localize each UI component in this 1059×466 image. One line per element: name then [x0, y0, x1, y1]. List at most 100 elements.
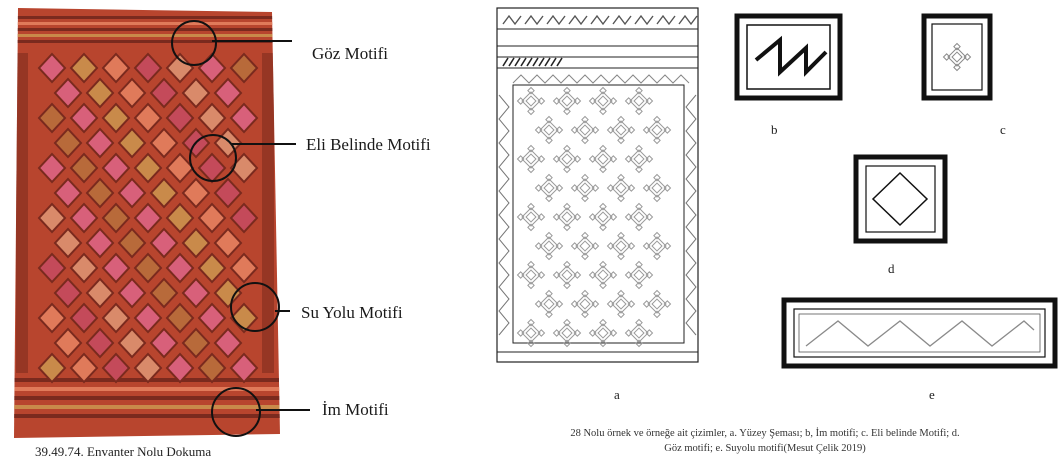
su-yolu-highlight-circle	[230, 282, 280, 332]
rug-diamond	[53, 277, 83, 309]
rug-diamond	[149, 177, 179, 209]
rug-diamond	[37, 352, 67, 384]
schema-hatch	[520, 57, 527, 67]
rug-diamond	[213, 77, 243, 109]
rug-diamond	[149, 127, 179, 159]
rug-diamond	[85, 227, 115, 259]
rug-diamond	[101, 102, 131, 134]
schema-cross-motif	[570, 173, 600, 203]
rug-diamond	[37, 152, 67, 184]
schema-hatch	[508, 57, 515, 67]
eli-belinde-motif-label: Eli Belinde Motifi	[306, 135, 431, 154]
schema-cross-motif	[552, 260, 582, 290]
rug-diamond	[181, 277, 211, 309]
schema-cross-motif	[642, 289, 672, 319]
rug-diamond	[85, 77, 115, 109]
rug-diamond	[101, 252, 131, 284]
schema-hook-mark	[524, 14, 544, 26]
schema-cross-motif	[534, 173, 564, 203]
rug-diamond	[85, 277, 115, 309]
schema-cross-motif	[606, 173, 636, 203]
rug-diamond	[181, 227, 211, 259]
rug-diamond	[197, 352, 227, 384]
drawings-caption-line2: Göz motifi; e. Suyolu motifi(Mesut Çelik…	[664, 443, 866, 454]
rug-diamond	[229, 302, 259, 334]
schema-hatch	[538, 57, 545, 67]
rug-diamond	[117, 327, 147, 359]
schema-cross-motif	[588, 318, 618, 348]
rug-diamond	[117, 177, 147, 209]
schema-hook-mark	[612, 14, 632, 26]
rug-body	[14, 8, 280, 438]
rug-diamond	[197, 102, 227, 134]
rug-bottom-band-stripe	[14, 396, 280, 400]
schema-cross-motif	[552, 144, 582, 174]
schema-cross-motif	[516, 318, 546, 348]
schema-hatch	[502, 57, 509, 67]
rug-top-band-stripe	[14, 16, 280, 19]
schema-cross-motif	[624, 144, 654, 174]
rug-diamond	[133, 302, 163, 334]
im-motif-label: İm Motifi	[322, 400, 389, 419]
rug-diamond	[165, 202, 195, 234]
rug-diamond	[37, 102, 67, 134]
su-yolu-motif-label: Su Yolu Motifi	[301, 303, 403, 322]
rug-diamond	[133, 102, 163, 134]
rug-diamond	[101, 152, 131, 184]
schema-cross-motif	[624, 260, 654, 290]
rug-bottom-band-stripe	[14, 405, 280, 409]
schema-cross-motif	[624, 86, 654, 116]
rug-diamond	[69, 352, 99, 384]
rug-diamond	[69, 302, 99, 334]
rug-diamond	[53, 127, 83, 159]
drawings-caption: 28 Nolu örnek ve örneğe ait çizimler, a.…	[485, 426, 1045, 456]
panel-letter-d: d	[888, 261, 895, 276]
rug-diamond	[37, 52, 67, 84]
schema-cross-motif	[606, 115, 636, 145]
rug-right-border	[262, 53, 274, 373]
schema-hatch	[526, 57, 533, 67]
rug-diamond	[85, 127, 115, 159]
panel-letter-e: e	[929, 387, 935, 402]
rug-diamond	[53, 177, 83, 209]
schema-hook-mark	[678, 14, 698, 26]
schema-cross-motif	[516, 202, 546, 232]
schema-right-zigzag	[685, 94, 697, 336]
rug-diamond	[69, 102, 99, 134]
im-motif-shape	[754, 35, 828, 77]
rug-diamond	[69, 152, 99, 184]
goz-motif-diamond	[871, 171, 929, 227]
rug-diamond	[165, 252, 195, 284]
eli-belinde-motif-shape	[942, 42, 972, 72]
rug-diamond	[181, 327, 211, 359]
rug-diamond	[37, 202, 67, 234]
rug-diamond	[213, 227, 243, 259]
rug-diamond	[53, 327, 83, 359]
schema-cross-motif	[552, 202, 582, 232]
rug-diamond	[133, 252, 163, 284]
schema-top-zigzag	[512, 74, 690, 84]
drawings-caption-line1: 28 Nolu örnek ve örneğe ait çizimler, a.…	[570, 428, 960, 439]
goz-highlight-circle	[171, 20, 217, 66]
schema-hook-mark	[590, 14, 610, 26]
rug-diamond	[229, 102, 259, 134]
rug-bottom-band-stripe	[14, 387, 280, 391]
rug-diamond	[101, 352, 131, 384]
rug-diamond	[229, 202, 259, 234]
schema-cross-motif	[516, 144, 546, 174]
rug-diamond	[149, 277, 179, 309]
schema-cross-motif	[570, 231, 600, 261]
schema-cross-motif	[588, 86, 618, 116]
rug-diamond	[229, 252, 259, 284]
schema-cross-motif	[606, 231, 636, 261]
schema-cross-motif	[570, 289, 600, 319]
rug-diamond	[197, 202, 227, 234]
schema-cross-motif	[624, 318, 654, 348]
schema-cross-motif	[534, 115, 564, 145]
rug-diamond	[69, 202, 99, 234]
rug-bottom-band-stripe	[14, 414, 280, 418]
rug-diamond	[181, 77, 211, 109]
schema-cross-motif	[552, 86, 582, 116]
